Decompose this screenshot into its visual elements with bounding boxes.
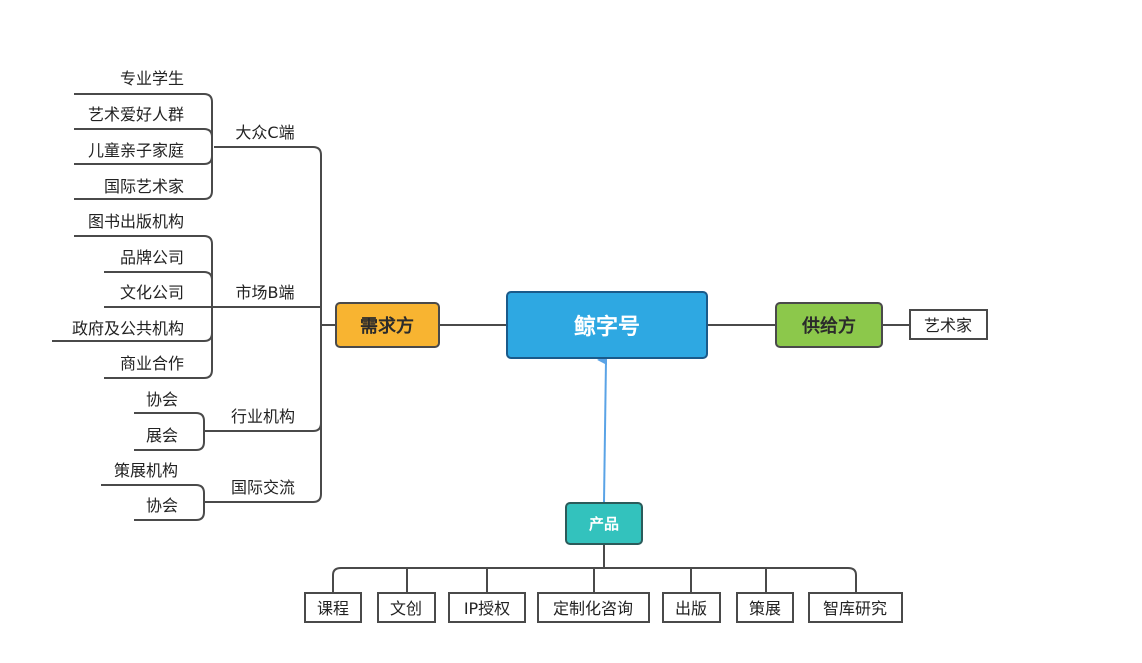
connectors bbox=[52, 93, 910, 592]
demand-node-box bbox=[335, 302, 440, 348]
category-label-international: 国际交流 bbox=[231, 478, 295, 497]
supply-node-box bbox=[775, 302, 883, 348]
product-item-ip-license[interactable]: IP授权 bbox=[448, 592, 526, 623]
connector-demand-trunk bbox=[204, 146, 322, 503]
center-node-label: 鲸字号 bbox=[574, 314, 640, 340]
supply-item-artist[interactable]: 艺术家 bbox=[909, 309, 988, 340]
product-item-box bbox=[662, 592, 721, 623]
product-item-box bbox=[304, 592, 362, 623]
leaf-label: 艺术爱好人群 bbox=[88, 105, 184, 124]
leaf-label: 协会 bbox=[146, 496, 178, 515]
demand-node[interactable]: 需求方 bbox=[335, 302, 440, 348]
supply-node-label: 供给方 bbox=[801, 315, 856, 337]
category-label-market-b: 市场B端 bbox=[236, 283, 295, 302]
product-item-label: 智库研究 bbox=[823, 599, 887, 618]
demand-node-label: 需求方 bbox=[360, 315, 414, 337]
supply-item-label: 艺术家 bbox=[924, 316, 972, 335]
leaf-label: 儿童亲子家庭 bbox=[88, 141, 184, 160]
product-node-label: 产品 bbox=[589, 515, 619, 533]
connector-trunk-industry bbox=[204, 422, 322, 432]
product-node-box bbox=[565, 502, 643, 545]
connector-group-intl bbox=[101, 484, 205, 521]
product-node[interactable]: 产品 bbox=[565, 502, 643, 545]
leaf-label: 展会 bbox=[146, 426, 178, 445]
leaf-label: 文化公司 bbox=[120, 283, 184, 302]
product-item-box bbox=[736, 592, 794, 623]
product-item-label: 策展 bbox=[749, 599, 781, 618]
leaf-label: 商业合作 bbox=[120, 354, 184, 373]
supply-node[interactable]: 供给方 bbox=[775, 302, 883, 348]
product-arrow bbox=[597, 355, 608, 503]
product-item-think-tank[interactable]: 智库研究 bbox=[808, 592, 903, 623]
center-node[interactable]: 鲸字号 bbox=[506, 291, 708, 359]
connector-group-industry bbox=[134, 412, 205, 451]
product-item-curation[interactable]: 策展 bbox=[736, 592, 794, 623]
leaf-label: 图书出版机构 bbox=[88, 212, 184, 231]
product-item-label: 课程 bbox=[317, 599, 349, 618]
product-items: 课程 文创 IP授权 定制化咨询 出版 策展 智库研究 bbox=[304, 592, 903, 623]
leaf-label: 品牌公司 bbox=[120, 248, 184, 267]
demand-leaves: 专业学生 艺术爱好人群 儿童亲子家庭 国际艺术家 图书出版机构 品牌公司 文化公… bbox=[72, 69, 184, 515]
product-item-box bbox=[448, 592, 526, 623]
product-item-label: IP授权 bbox=[464, 599, 510, 618]
product-item-label: 定制化咨询 bbox=[553, 599, 633, 618]
center-node-box bbox=[506, 291, 708, 359]
supply-item-box bbox=[909, 309, 988, 340]
leaf-label: 策展机构 bbox=[114, 461, 178, 480]
product-item-label: 出版 bbox=[675, 599, 707, 618]
connector-group-c-mid bbox=[74, 128, 213, 165]
product-item-box bbox=[377, 592, 436, 623]
leaf-label: 政府及公共机构 bbox=[72, 319, 184, 338]
product-item-box bbox=[808, 592, 903, 623]
product-item-publishing[interactable]: 出版 bbox=[662, 592, 721, 623]
category-label-mass-c: 大众C端 bbox=[235, 123, 294, 142]
product-item-wenchuang[interactable]: 文创 bbox=[377, 592, 436, 623]
leaf-label: 国际艺术家 bbox=[104, 177, 184, 196]
product-item-box bbox=[537, 592, 650, 623]
leaf-label: 协会 bbox=[146, 390, 178, 409]
product-item-custom-consulting[interactable]: 定制化咨询 bbox=[537, 592, 650, 623]
leaf-label: 专业学生 bbox=[120, 69, 184, 88]
product-item-course[interactable]: 课程 bbox=[304, 592, 362, 623]
category-label-industry: 行业机构 bbox=[231, 407, 295, 426]
demand-categories: 大众C端 市场B端 行业机构 国际交流 bbox=[231, 123, 295, 497]
product-item-label: 文创 bbox=[390, 599, 422, 618]
